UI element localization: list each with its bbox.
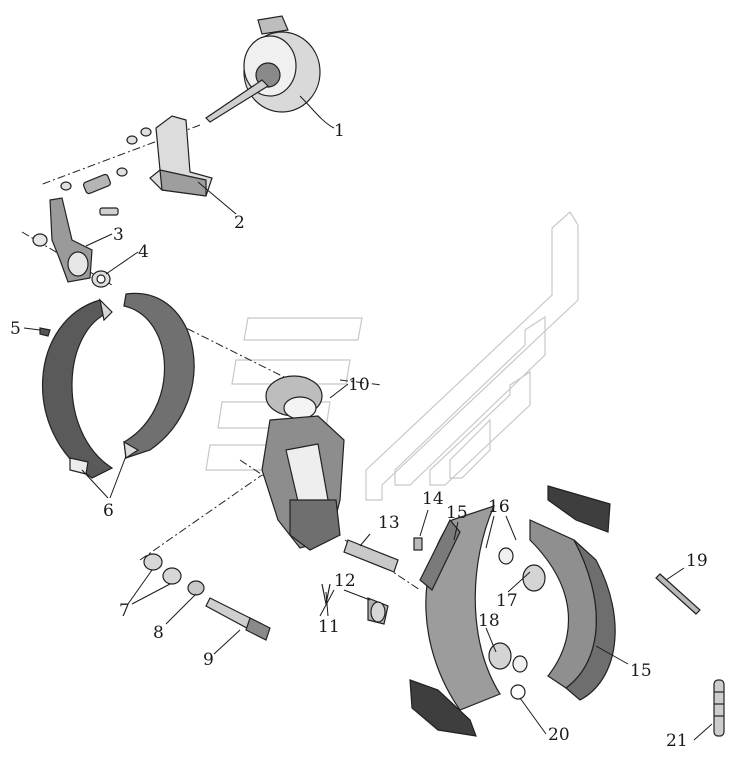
seal-ring bbox=[187, 580, 205, 596]
return-spring bbox=[713, 679, 725, 737]
callout-7: 7 bbox=[119, 601, 130, 621]
callout-12: 12 bbox=[334, 571, 356, 591]
brake-lining-pieces bbox=[409, 485, 611, 737]
dust-shield-right bbox=[123, 292, 195, 460]
assembly-axis-lines bbox=[21, 124, 421, 591]
watermark-logo bbox=[205, 211, 579, 501]
spring-pin bbox=[655, 573, 701, 615]
callout-9: 9 bbox=[203, 650, 214, 670]
camshaft bbox=[205, 597, 271, 641]
callout-6: 6 bbox=[103, 501, 114, 521]
mounting-bracket bbox=[149, 115, 213, 197]
callout-21: 21 bbox=[666, 731, 688, 751]
callout-20: 20 bbox=[548, 725, 570, 745]
callout-19: 19 bbox=[686, 551, 708, 571]
brake-spider bbox=[261, 375, 345, 551]
washer bbox=[91, 270, 111, 288]
callout-11: 11 bbox=[318, 617, 340, 637]
callout-1: 1 bbox=[334, 121, 345, 141]
brake-chamber bbox=[205, 15, 321, 123]
callout-3: 3 bbox=[113, 225, 124, 245]
roller-pin bbox=[367, 597, 389, 625]
callout-5: 5 bbox=[10, 319, 21, 339]
retaining-ring bbox=[510, 684, 526, 700]
callout-16: 16 bbox=[488, 497, 510, 517]
callout-2: 2 bbox=[234, 213, 245, 233]
callout-labels: 1 2 3 4 5 6 7 8 9 10 11 12 13 14 15 15 1… bbox=[10, 121, 708, 751]
clevis-fittings bbox=[60, 127, 152, 216]
callout-leader-lines bbox=[23, 95, 713, 741]
brake-shoe-front bbox=[419, 505, 501, 711]
callout-8: 8 bbox=[153, 623, 164, 643]
camshaft-bushings bbox=[143, 553, 182, 585]
screw bbox=[39, 327, 51, 337]
slack-adjuster bbox=[32, 197, 93, 283]
anchor-pin bbox=[343, 539, 399, 573]
callout-17: 17 bbox=[496, 591, 518, 611]
callout-18: 18 bbox=[478, 611, 500, 631]
callout-10: 10 bbox=[348, 375, 370, 395]
callout-14: 14 bbox=[422, 489, 444, 509]
dust-shield-left bbox=[41, 298, 114, 479]
callout-15-front: 15 bbox=[446, 503, 468, 523]
brake-shoe-rear bbox=[529, 519, 616, 701]
pin bbox=[413, 537, 423, 551]
callout-15-rear: 15 bbox=[630, 661, 652, 681]
callout-4: 4 bbox=[138, 242, 149, 262]
callout-13: 13 bbox=[378, 513, 400, 533]
